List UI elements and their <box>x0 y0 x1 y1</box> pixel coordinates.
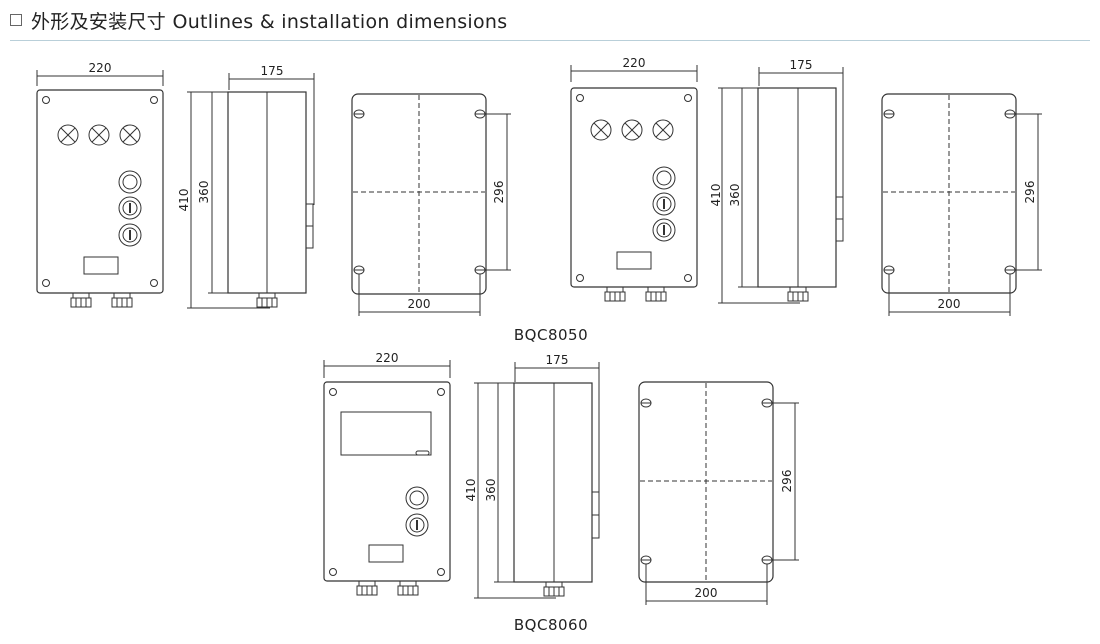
bqc8060-side-view: 175 410 360 <box>464 353 600 599</box>
indicator-lamp-icon <box>621 119 643 141</box>
mounting-hole-icon <box>761 555 773 565</box>
cable-gland-icon <box>256 292 278 308</box>
push-button-icon <box>652 218 676 242</box>
bqc8050-mounting-view: 296 200 <box>351 93 511 316</box>
header-bullet-icon <box>10 14 22 26</box>
body-height-label: 360 <box>197 181 211 204</box>
overall-height-label: 410 <box>464 479 478 502</box>
mounting-hole-icon <box>353 265 365 275</box>
push-button-icon <box>118 196 142 220</box>
side-depth-label: 175 <box>790 58 813 72</box>
mounting-hole-icon <box>1004 265 1016 275</box>
cable-gland-icon <box>111 292 133 308</box>
cable-gland-icon <box>543 581 565 597</box>
mounting-hole-icon <box>640 398 652 408</box>
display-window <box>340 411 432 456</box>
mounting-hole-icon <box>640 555 652 565</box>
side-depth-label: 175 <box>261 64 284 78</box>
bqc8050-side-view: 175 410 360 <box>177 64 315 309</box>
bqc8050-front-view: 220 <box>36 61 164 308</box>
overall-height-label: 410 <box>177 189 191 212</box>
cable-gland-icon <box>787 286 809 302</box>
mount-height-label: 296 <box>492 181 506 204</box>
indicator-lamp-icon <box>57 124 79 146</box>
front-width-label: 220 <box>89 61 112 75</box>
mounting-hole-icon <box>474 109 486 119</box>
mounting-hole-icon <box>1004 109 1016 119</box>
header-divider <box>10 40 1090 41</box>
body-height-label: 360 <box>484 479 498 502</box>
push-button-icon <box>652 166 676 190</box>
mounting-hole-icon <box>761 398 773 408</box>
side-depth-label: 175 <box>546 353 569 367</box>
indicator-lamp-icon <box>119 124 141 146</box>
model-caption: BQC8050 <box>514 326 588 344</box>
page-title: 外形及安装尺寸 Outlines & installation dimensio… <box>31 10 508 33</box>
cable-gland-icon <box>604 286 626 302</box>
bqc8060-mounting-view: 296 200 <box>638 381 799 605</box>
mounting-hole-icon <box>883 109 895 119</box>
mounting-hole-icon <box>474 265 486 275</box>
front-width-label: 220 <box>623 56 646 70</box>
mounting-hole-icon <box>353 109 365 119</box>
mount-width-label: 200 <box>695 586 718 600</box>
cable-gland-icon <box>397 580 419 596</box>
model-caption: BQC8060 <box>514 616 588 634</box>
indicator-lamp-icon <box>590 119 612 141</box>
front-width-label: 220 <box>376 351 399 365</box>
indicator-lamp-icon <box>88 124 110 146</box>
page-header: 外形及安装尺寸 Outlines & installation dimensio… <box>10 6 507 34</box>
mount-width-label: 200 <box>938 297 961 311</box>
bqc8060-front-view: 220 <box>323 351 451 596</box>
nameplate <box>616 251 652 270</box>
mount-width-label: 200 <box>408 297 431 311</box>
cable-gland-icon <box>356 580 378 596</box>
mount-height-label: 296 <box>1023 181 1037 204</box>
indicator-lamp-icon <box>652 119 674 141</box>
nameplate <box>368 544 404 563</box>
push-button-icon <box>652 192 676 216</box>
push-button-icon <box>118 223 142 247</box>
push-button-icon <box>405 513 429 537</box>
bqc8050-mounting-view: 296 200 <box>881 93 1042 316</box>
push-button-icon <box>405 486 429 510</box>
overall-height-label: 410 <box>709 184 723 207</box>
mounting-hole-icon <box>883 265 895 275</box>
bqc8050-front-view: 220 <box>570 56 698 302</box>
body-height-label: 360 <box>728 184 742 207</box>
bqc8050-side-view: 175 410 360 <box>709 58 844 304</box>
nameplate <box>83 256 119 275</box>
cable-gland-icon <box>645 286 667 302</box>
push-button-icon <box>118 170 142 194</box>
mount-height-label: 296 <box>780 470 794 493</box>
cable-gland-icon <box>70 292 92 308</box>
